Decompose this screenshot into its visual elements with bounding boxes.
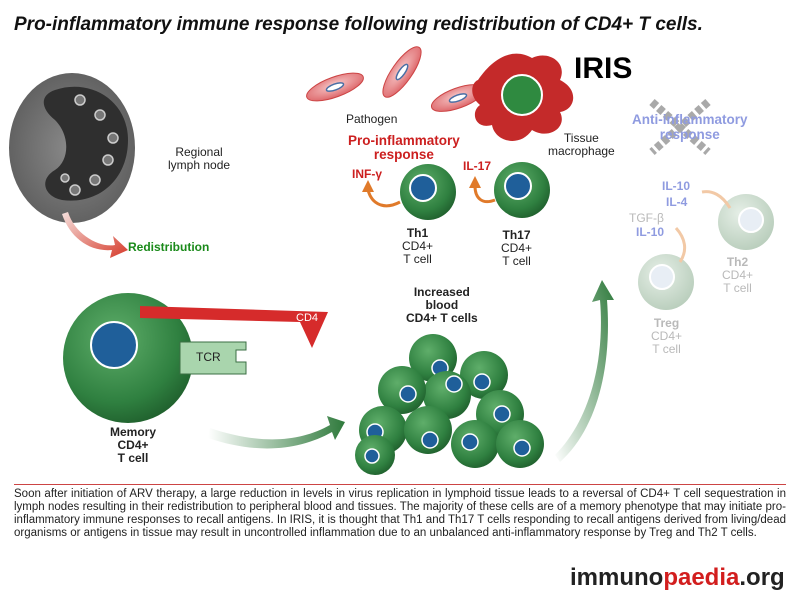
cd4-receptor bbox=[140, 306, 328, 348]
pathogen-icon bbox=[306, 46, 486, 112]
tgf-beta-label: TGF-β bbox=[629, 211, 664, 225]
to-blood-arrow bbox=[208, 416, 345, 449]
th2-cell bbox=[718, 194, 774, 250]
treg-cell bbox=[638, 254, 694, 310]
lymph-node bbox=[9, 73, 135, 223]
il4-label: IL-4 bbox=[666, 195, 688, 209]
caption-text: Soon after initiation of ARV therapy, a … bbox=[14, 488, 786, 539]
il17-label: IL-17 bbox=[463, 159, 492, 173]
page-title: Pro-inflammatory immune response followi… bbox=[14, 14, 703, 35]
th1-cell bbox=[400, 164, 456, 220]
il17-arrow bbox=[473, 185, 496, 204]
th2-arrow bbox=[701, 190, 732, 209]
cd4-label: CD4 bbox=[296, 312, 319, 324]
immunopaedia-logo: immunopaedia.org bbox=[570, 564, 785, 591]
caption-divider bbox=[14, 484, 786, 485]
inf-gamma-arrow bbox=[366, 189, 401, 208]
pathogen-label: Pathogen bbox=[346, 112, 398, 126]
memory-t-cell bbox=[63, 293, 193, 423]
macrophage-icon bbox=[472, 53, 574, 141]
redistribution-label: Redistribution bbox=[128, 240, 210, 254]
tcr-receptor bbox=[179, 341, 247, 375]
inf-gamma-label: INF-γ bbox=[352, 167, 382, 181]
redistribution-arrow bbox=[62, 212, 128, 258]
il10-top-label: IL-10 bbox=[662, 179, 691, 193]
th17-cell bbox=[494, 162, 550, 218]
to-tissue-arrow bbox=[555, 280, 614, 462]
blocked-x-icon bbox=[649, 99, 711, 155]
blood-cell-cluster bbox=[355, 334, 544, 475]
tcr-label: TCR bbox=[196, 350, 221, 364]
iris-label: IRIS bbox=[574, 52, 633, 85]
treg-arrow bbox=[674, 226, 687, 263]
il10-bottom-label: IL-10 bbox=[636, 225, 665, 239]
